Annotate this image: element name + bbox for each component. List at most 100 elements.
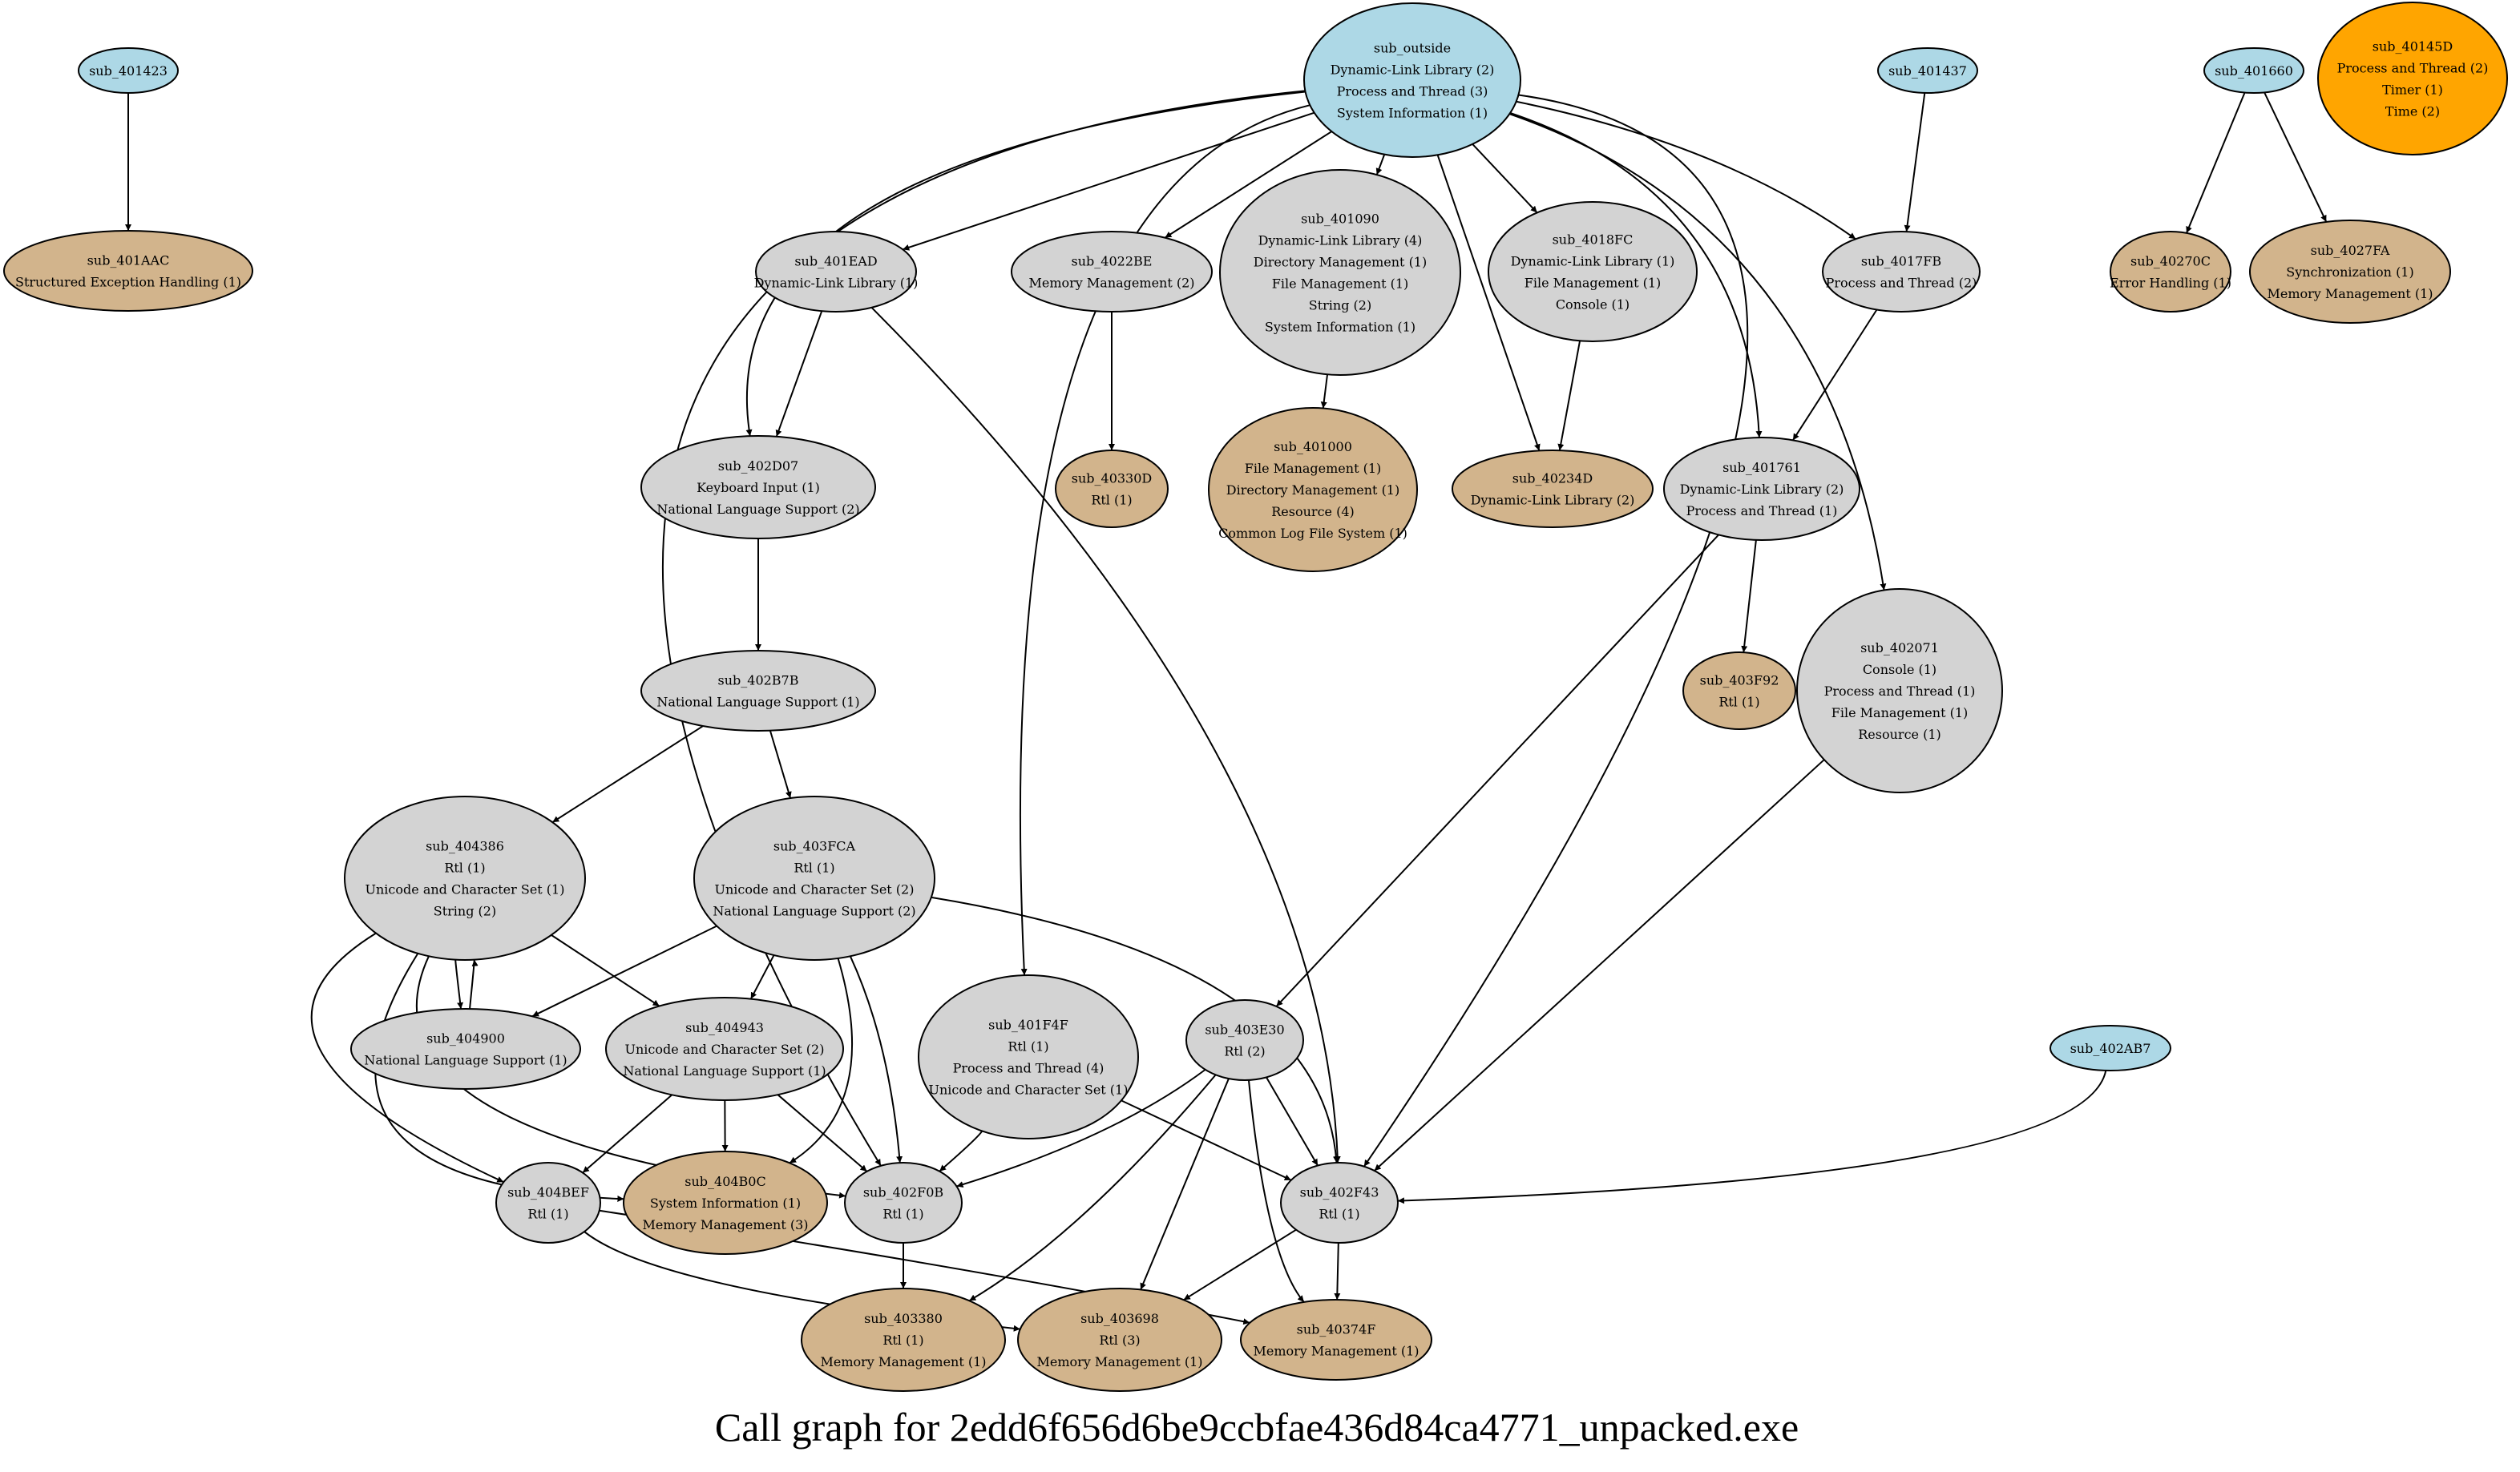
node-ellipse (1488, 201, 1698, 342)
edge-sub_401F4F-to-sub_402F43 (1121, 1099, 1292, 1181)
node-title: sub_outside (1374, 41, 1451, 56)
node-ellipse (3, 230, 253, 312)
node-ellipse (1822, 231, 1981, 313)
node-api-category: Rtl (1) (794, 861, 834, 876)
node-api-category: Resource (4) (1271, 504, 1355, 519)
node-ellipse (1055, 450, 1169, 528)
edge-sub_404386-to-sub_404BEF (310, 932, 504, 1184)
node-api-category: Directory Management (1) (1254, 255, 1427, 270)
edge-sub_outside-to-sub_402071 (1508, 113, 1887, 591)
edge-sub_403FCA-to-sub_404943 (749, 954, 775, 1000)
node-ellipse (640, 650, 876, 732)
node-api-category: Process and Thread (1) (1824, 684, 1976, 699)
node-ellipse (640, 435, 876, 539)
edge-sub_403E30-to-sub_402F0B (956, 1069, 1206, 1188)
node-ellipse (605, 997, 844, 1101)
node-ellipse (78, 47, 179, 94)
node-api-category: Rtl (1) (527, 1207, 568, 1222)
node-api-category: Directory Management (1) (1226, 482, 1399, 498)
node-ellipse (1011, 231, 1213, 313)
node-title: sub_4022BE (1072, 254, 1153, 269)
node-title: sub_402F0B (863, 1185, 943, 1200)
node-api-category: Process and Thread (2) (1826, 276, 1977, 291)
edge-sub_403FCA-to-sub_404900 (531, 925, 717, 1018)
node-ellipse (2050, 1025, 2171, 1071)
edge-sub_404943-to-sub_404BEF (582, 1094, 672, 1174)
node-api-category: Resource (1) (1858, 727, 1941, 742)
node-api-category: File Management (1) (1245, 461, 1382, 476)
node-sub_404BEF: sub_404BEF Rtl (1) (495, 1162, 601, 1244)
node-ellipse (801, 1288, 1006, 1392)
edge-sub_outside-to-sub_401EAD (902, 111, 1315, 251)
node-title: sub_401000 (1274, 439, 1352, 454)
node-title: sub_402F43 (1300, 1185, 1379, 1200)
node-title: sub_403FCA (773, 839, 856, 854)
node-ellipse (1240, 1299, 1432, 1381)
node-api-category: File Management (1) (1525, 276, 1662, 291)
node-title: sub_4027FA (2311, 243, 2390, 258)
node-title: sub_403F92 (1700, 673, 1779, 688)
node-api-category: Rtl (1) (1319, 1207, 1359, 1222)
edge-sub_404386-to-sub_404900 (454, 959, 464, 1010)
edge-sub_outside-to-sub_4018FC (1472, 143, 1538, 214)
edge-sub_401761-to-sub_403E30 (1275, 534, 1719, 1007)
node-ellipse (1796, 588, 2003, 793)
node-api-category: Dynamic-Link Library (2) (1331, 63, 1495, 78)
edge-sub_401090-to-sub_401000 (1320, 374, 1329, 409)
edge-sub_404943-to-sub_402F0B (777, 1094, 868, 1172)
node-title: sub_401EAD (794, 254, 877, 269)
node-title: sub_402B7B (718, 673, 799, 688)
node-api-category: System Information (1) (1265, 320, 1415, 335)
node-ellipse (1219, 169, 1461, 376)
node-api-category: Unicode and Character Set (2) (715, 882, 915, 897)
edge-sub_402F43-to-sub_40374F (1334, 1242, 1341, 1301)
node-sub_403FCA: sub_403FCA Rtl (1) Unicode and Character S… (693, 796, 935, 961)
edge-sub_402071-to-sub_402F43 (1374, 759, 1825, 1172)
node-api-category: Dynamic-Link Library (1) (754, 276, 919, 291)
node-title: sub_401761 (1722, 460, 1801, 475)
node-api-category: National Language Support (2) (656, 502, 859, 517)
node-api-category: String (2) (434, 904, 496, 919)
node-api-category: National Language Support (1) (364, 1053, 567, 1068)
node-ellipse (1303, 2, 1521, 158)
node-sub_401660: sub_401660 (2203, 47, 2304, 94)
edge-sub_401F4F-to-sub_402F0B (939, 1130, 983, 1172)
node-sub_401423: sub_401423 (78, 47, 179, 94)
node-ellipse (1017, 1288, 1222, 1392)
node-api-category: Console (1) (1556, 297, 1630, 313)
node-api-category: Rtl (1) (444, 861, 485, 876)
edge-sub_4018FC-to-sub_40234D (1557, 341, 1581, 451)
node-title: sub_404BEF (507, 1185, 589, 1200)
node-title: sub_40330D (1072, 471, 1152, 486)
node-title: sub_401AAC (87, 253, 170, 268)
edge-sub_401660-to-sub_40270C (2186, 92, 2246, 234)
edge-sub_401761-to-sub_403F92 (1741, 539, 1757, 653)
node-title: sub_403E30 (1205, 1022, 1284, 1038)
edge-sub_4017FB-to-sub_401761 (1792, 309, 1878, 441)
node-api-category: Rtl (1) (1008, 1039, 1048, 1055)
node-sub_402AB7: sub_402AB7 (2050, 1025, 2171, 1071)
edge-sub_402F43-to-sub_403698 (1183, 1228, 1297, 1301)
node-api-category: Dynamic-Link Library (1) (1511, 254, 1675, 269)
node-api-category: National Language Support (2) (713, 904, 915, 919)
node-api-category: Dynamic-Link Library (2) (1471, 493, 1635, 508)
node-api-category: Unicode and Character Set (2) (625, 1042, 825, 1057)
node-title: sub_403698 (1080, 1311, 1159, 1326)
node-ellipse (1663, 437, 1860, 541)
edge-sub_402AB7-to-sub_402F43 (1397, 1070, 2107, 1204)
node-ellipse (1682, 651, 1796, 730)
node-api-category: Common Log File System (1) (1218, 526, 1407, 541)
node-api-category: File Management (1) (1272, 276, 1409, 292)
node-title: sub_40374F (1297, 1322, 1376, 1337)
node-title: sub_401660 (2215, 63, 2293, 79)
